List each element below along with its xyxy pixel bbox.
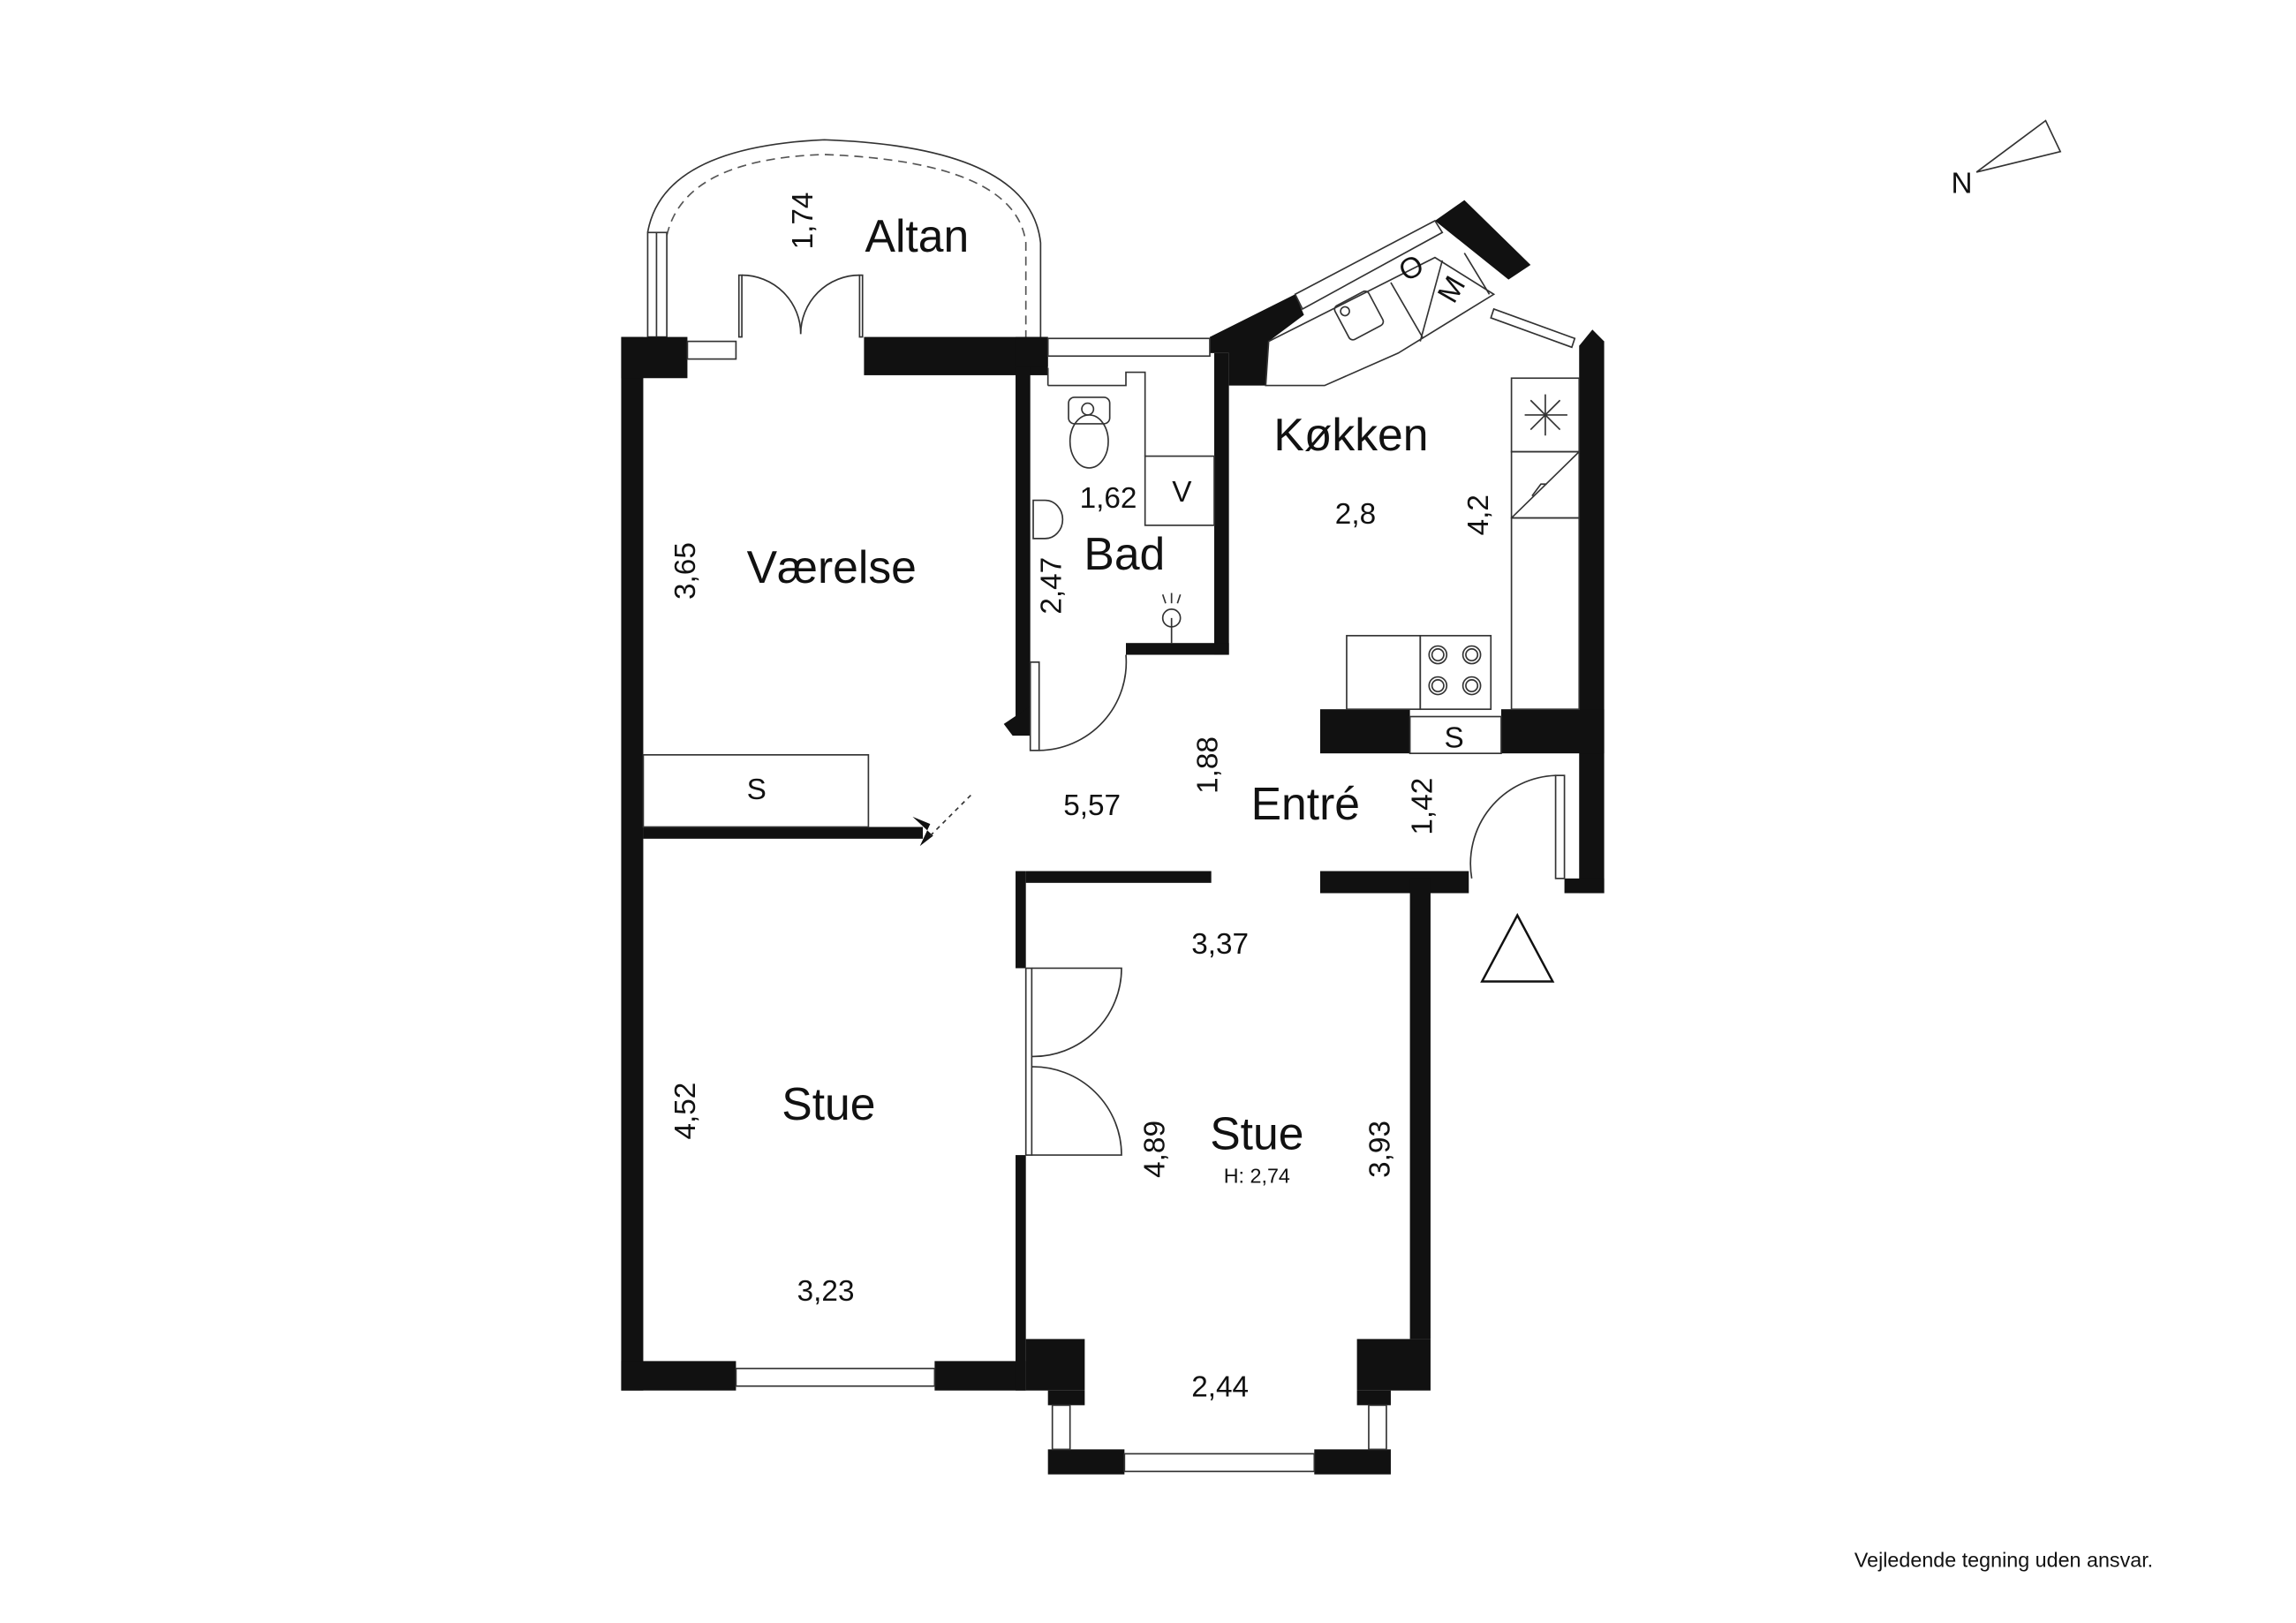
room-label-kokken: Køkken [1273,409,1428,460]
hall-closet [1409,715,1502,755]
dim-stue-right-right: 3,93 [1363,1121,1396,1178]
north-label: N [1951,167,1972,200]
washer-box [1144,455,1215,526]
kitchen-window-door[interactable] [1490,307,1576,349]
entrance-door[interactable] [1469,774,1566,879]
dim-stue-right-top: 3,37 [1191,928,1249,961]
toilet-icon [1068,396,1111,469]
dim-bad-height: 2,47 [1036,557,1069,615]
dim-entre-b: 1,42 [1407,778,1439,835]
stove-icon [1419,635,1492,711]
dim-altan: 1,74 [787,192,819,250]
entrance-marker-icon [1480,912,1555,983]
washer-label: V [1172,476,1192,509]
dim-entre-area: 5,57 [1063,789,1121,822]
freezer-icon [1524,394,1567,436]
room-label-stue-right: Stue [1210,1107,1303,1159]
bathroom-door[interactable] [1029,654,1128,751]
opening-line [929,794,972,837]
dim-stue-left-width: 3,23 [797,1275,855,1308]
balcony-double-door[interactable] [737,274,864,338]
sink-icon [1032,499,1064,540]
balcony-outline [646,139,1042,338]
windows [686,219,1444,1473]
walls [621,200,1605,1475]
north-arrow-icon [1975,119,2062,173]
dim-entre-a: 1,88 [1191,736,1224,794]
dim-stue-left-height: 4,52 [669,1083,702,1140]
oven-label: O [1393,249,1429,289]
kitchen-counter-top [1265,256,1496,387]
closet-label: S [747,774,767,806]
room-label-entre: Entré [1251,778,1360,829]
dim-bad-width: 1,62 [1080,482,1137,515]
dim-stue-right-left: 4,89 [1138,1121,1171,1178]
fridge-icon [1511,450,1580,519]
bedroom-closet [642,754,870,828]
ceiling-height: H: 2,74 [1224,1165,1290,1188]
room-label-stue-left: Stue [782,1078,875,1129]
dim-stue-right-bottom: 2,44 [1191,1370,1249,1403]
hall-closet-label: S [1444,722,1463,755]
room-label-vaerelse: Værelse [747,541,917,593]
dim-kokken-width: 2,8 [1335,498,1376,531]
shower-icon [1161,593,1182,644]
disclaimer: Vejledende tegning uden ansvar. [1854,1549,2153,1572]
room-label-altan: Altan [865,210,970,261]
room-label-bad: Bad [1084,528,1165,579]
dim-kokken-height: 4,2 [1462,494,1495,535]
kitchen-sink-icon [1333,290,1385,341]
living-room-double-door[interactable] [1024,967,1122,1156]
dim-vaerelse: 3,65 [669,542,702,600]
